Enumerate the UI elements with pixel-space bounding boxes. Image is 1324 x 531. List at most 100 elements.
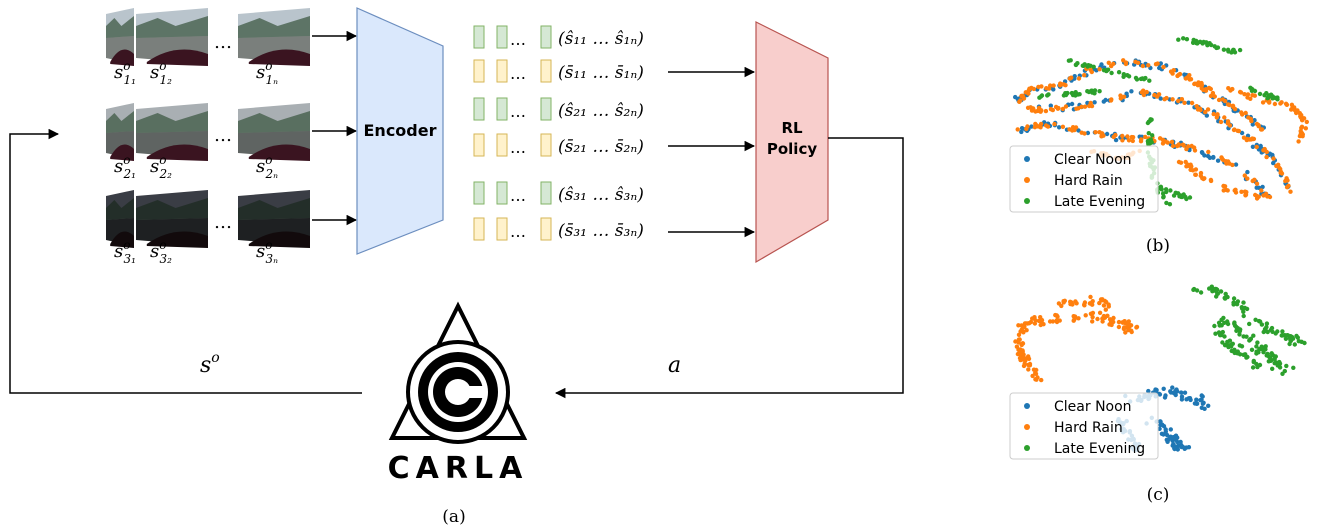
scatter-c-late-evening-point xyxy=(1287,336,1293,341)
caption-b: (b) xyxy=(1146,236,1170,256)
frames-ellipsis-2: … xyxy=(214,125,232,146)
scatter-b-hard-rain-point xyxy=(1048,107,1054,112)
scatter-c-late-evening-point xyxy=(1247,321,1252,327)
scatter-b-hard-rain-point xyxy=(1133,59,1138,64)
scatter-b-late-evening-point xyxy=(1252,88,1258,94)
scatter-c-hard-rain-point xyxy=(1032,315,1037,320)
scatter-b-hard-rain-point xyxy=(1015,127,1020,132)
scatter-b-hard-rain-point xyxy=(1222,184,1228,189)
scatter-c-clear-noon-point xyxy=(1182,390,1188,395)
scatter-b-hard-rain-point xyxy=(1272,101,1278,107)
scatter-c-late-evening-point xyxy=(1257,362,1263,368)
scatter-b-clear-noon-point xyxy=(1250,144,1256,149)
scatter-b-clear-noon-point xyxy=(1051,87,1056,92)
scatter-b-hard-rain-point xyxy=(1195,107,1201,112)
scatter-c-hard-rain-point xyxy=(1111,315,1116,321)
scatter-c-hard-rain-point xyxy=(1116,324,1122,330)
scatter-c-late-evening-point xyxy=(1249,347,1255,352)
scatter-c-late-evening-point xyxy=(1218,289,1224,294)
latent-box-6-3 xyxy=(540,217,552,241)
scatter-b-hard-rain-point xyxy=(1250,93,1255,98)
scatter-b-hard-rain-point xyxy=(1070,128,1075,133)
scatter-b-hard-rain-point xyxy=(1225,121,1231,126)
scatter-b-late-evening-point xyxy=(1221,47,1227,52)
latent-ellipsis-2: … xyxy=(510,64,526,83)
frame-clear-noon-1 xyxy=(106,8,134,66)
scatter-b-late-evening-point xyxy=(1073,93,1078,98)
scatter-c-late-evening-point xyxy=(1241,334,1246,339)
scatter-b-hard-rain-point xyxy=(1067,76,1073,81)
latent-box-1-3 xyxy=(540,25,552,49)
scatter-c-late-evening-point xyxy=(1265,329,1270,335)
scatter-b-hard-rain-point xyxy=(1303,126,1309,131)
scatter-b-hard-rain-point xyxy=(1210,90,1216,96)
scatter-b-hard-rain-point xyxy=(1244,137,1250,143)
scatter-b-hard-rain-point xyxy=(1245,92,1251,97)
scatter-b-hard-rain-point xyxy=(1221,188,1226,193)
frame-clear-noon-2 xyxy=(136,8,208,66)
scatter-c-clear-noon-point xyxy=(1192,401,1198,406)
scatter-b-late-evening-point xyxy=(1270,96,1275,101)
scatter-c-clear-noon-point xyxy=(1172,446,1177,451)
scatter-b-hard-rain-point xyxy=(1125,134,1130,139)
scatter-b-hard-rain-point xyxy=(1129,134,1135,140)
scatter-c-hard-rain-point xyxy=(1123,330,1128,335)
scatter-c-late-evening-point xyxy=(1273,331,1278,336)
scatter-c-hard-rain-point xyxy=(1056,301,1062,306)
scatter-b-late-evening-point xyxy=(1195,41,1200,46)
scatter-b-hard-rain-point xyxy=(1244,190,1249,195)
scatter-b-hard-rain-point xyxy=(1106,60,1112,65)
legend-c-marker-hard-rain xyxy=(1024,424,1030,430)
scatter-b-hard-rain-point xyxy=(1254,181,1260,186)
scatter-c-hard-rain-point xyxy=(1022,321,1028,326)
scatter-b-hard-rain-point xyxy=(1189,100,1195,106)
scatter-b-hard-rain-point xyxy=(1126,138,1132,143)
scatter-b-late-evening-point xyxy=(1164,200,1169,206)
scatter-b-hard-rain-point xyxy=(1233,187,1238,192)
latent-ellipsis-6: … xyxy=(510,222,526,241)
scatter-b-hard-rain-point xyxy=(1089,69,1095,75)
scatter-b-late-evening-point xyxy=(1176,37,1181,42)
scatter-c-late-evening-point xyxy=(1292,342,1298,347)
scatter-b-hard-rain-point xyxy=(1193,167,1199,172)
scatter-c-clear-noon-point xyxy=(1198,398,1203,403)
scatter-b-hard-rain-point xyxy=(1120,138,1125,143)
scatter-b-hard-rain-point xyxy=(1162,97,1167,102)
scatter-c-late-evening-point xyxy=(1231,296,1237,301)
latent-box-4-1 xyxy=(473,133,485,157)
rl-policy-block xyxy=(755,21,829,264)
encoder-block xyxy=(356,7,444,255)
scatter-b-hard-rain-point xyxy=(1185,162,1190,167)
scatter-b-hard-rain-point xyxy=(1026,91,1031,96)
scatter-b-hard-rain-point xyxy=(1184,146,1189,152)
scatter-b-hard-rain-point xyxy=(1194,104,1199,109)
rl-policy-label-1: RL xyxy=(781,119,803,137)
scatter-b-hard-rain-point xyxy=(1099,134,1104,139)
scatter-b-late-evening-point xyxy=(1045,93,1050,98)
scatter-b-hard-rain-point xyxy=(1044,86,1049,91)
scatter-c-late-evening-point xyxy=(1254,361,1259,367)
scatter-b-clear-noon-point xyxy=(1013,94,1018,100)
scatter-b-late-evening-point xyxy=(1082,62,1087,67)
scatter-b-hard-rain-point xyxy=(1152,92,1157,98)
scatter-b-clear-noon-point xyxy=(1019,129,1024,135)
scatter-c-hard-rain-point xyxy=(1032,321,1038,326)
scatter-c-late-evening-point xyxy=(1295,335,1301,340)
scatter-c-hard-rain-point xyxy=(1071,318,1076,323)
scatter-c-hard-rain-point xyxy=(1076,316,1081,321)
scatter-c-hard-rain-point xyxy=(1053,312,1058,318)
scatter-b-hard-rain-point xyxy=(1120,133,1125,139)
scatter-c-hard-rain-point xyxy=(1016,332,1022,337)
scatter-b-hard-rain-point xyxy=(1057,83,1063,88)
scatter-b-hard-rain-point xyxy=(1171,68,1177,73)
scatter-b-hard-rain-point xyxy=(1206,85,1212,91)
scatter-c-hard-rain-point xyxy=(1027,321,1032,326)
observation-frames xyxy=(106,8,310,248)
observation-label: so xyxy=(200,350,220,378)
scatter-c-hard-rain-point xyxy=(1033,371,1039,376)
scatter-b-hard-rain-point xyxy=(1118,93,1123,98)
scatter-b-hard-rain-point xyxy=(1045,124,1051,129)
scatter-c-late-evening-point xyxy=(1264,321,1270,326)
